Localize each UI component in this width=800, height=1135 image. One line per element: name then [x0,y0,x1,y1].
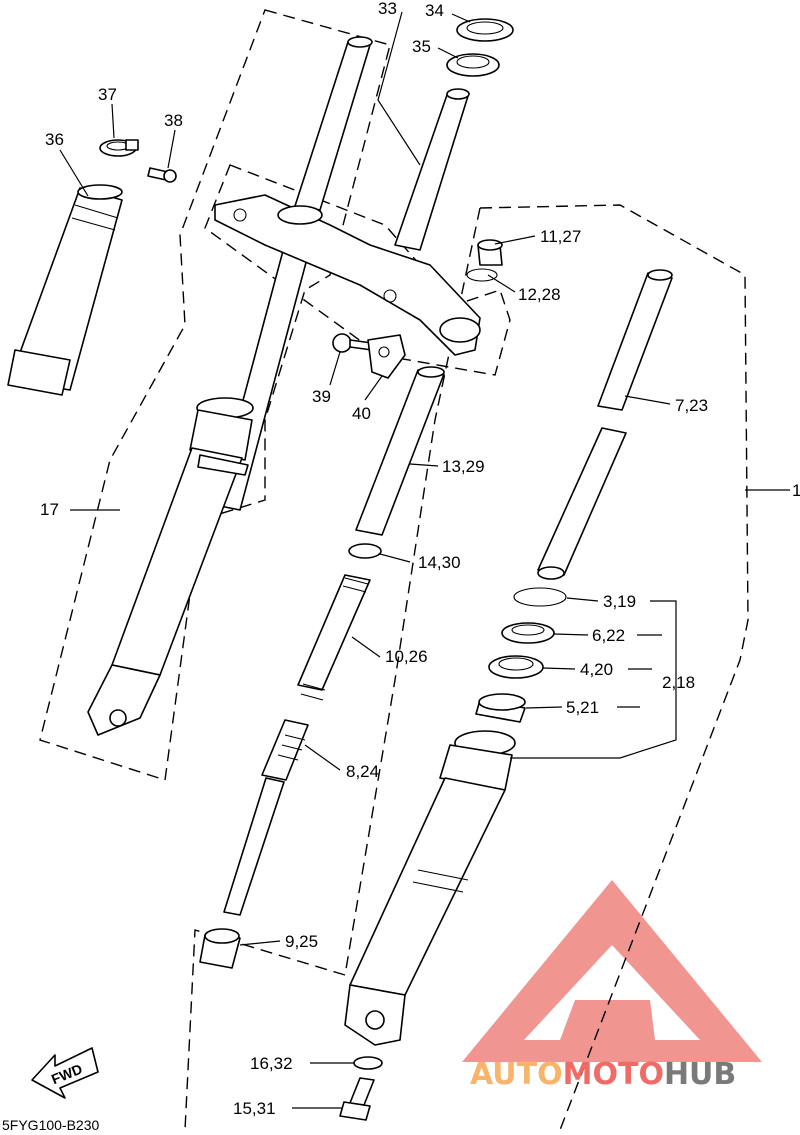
rebound-spring-10 [297,574,371,701]
bolt-15 [339,1077,375,1121]
outline-assembly-1 [479,204,749,1131]
callout-38: 38 [164,111,183,130]
leader-lines [59,11,790,1109]
watermark-moto: MOTO [563,1057,664,1092]
watermark-auto: AUTO [470,1057,563,1092]
fwd-arrow-icon: FWD [31,1047,99,1099]
washer-14 [348,543,382,559]
oil-seal-4 [488,655,544,679]
callout-17: 17 [40,500,59,519]
outline-assembly-17 [39,9,391,781]
fork-spring-7 [537,269,673,580]
callout-34: 34 [425,1,444,20]
clamp-37 [99,139,139,157]
washer-6 [501,622,555,644]
diagram-code: 5FYG100-B230 [2,1117,99,1133]
callout-39: 39 [312,387,331,406]
outer-tube-2 [344,730,516,1046]
cap-bolt-11 [477,239,503,266]
outline-bracket [204,164,511,376]
screw-38 [147,167,177,183]
washer-16 [353,1056,383,1070]
circlip-3 [513,587,567,607]
bolt-39 [332,333,373,353]
callout-9-25: 9,25 [285,932,318,951]
callout-13-29: 13,29 [442,457,485,476]
callout-labels: 34 33 35 37 38 36 11,27 12,28 39 40 7,23… [40,0,800,1118]
callout-40: 40 [352,404,371,423]
callout-5-21: 5,21 [566,698,599,717]
seal-35 [446,53,500,77]
callout-14-30: 14,30 [418,553,461,572]
fork-boot-36 [7,184,123,396]
watermark-logo-icon [462,880,762,1062]
under-bracket-33 [214,88,481,356]
oil-lock-9 [199,928,241,969]
callout-1: 1 [792,481,800,500]
damper-rod-8 [223,719,309,916]
watermark-hub: HUB [664,1057,736,1092]
callout-2-18: 2,18 [662,673,695,692]
callout-4-20: 4,20 [580,660,613,679]
callout-7-23: 7,23 [675,396,708,415]
bushing-5 [475,693,526,723]
callout-8-24: 8,24 [346,762,379,781]
callout-6-22: 6,22 [592,626,625,645]
cable-guide-40 [367,334,406,379]
bearing-34 [456,18,514,42]
callout-33: 33 [378,0,397,18]
callout-11-27: 11,27 [540,227,581,246]
outer-tube-17 [87,397,254,736]
callout-15-31: 15,31 [233,1099,276,1118]
callout-10-26: 10,26 [385,647,428,666]
callout-16-32: 16,32 [250,1054,293,1073]
o-ring-12 [466,268,498,282]
callout-35: 35 [412,37,431,56]
callout-12-28: 12,28 [518,285,561,304]
watermark-text: AUTOMOTOHUB [470,1057,736,1092]
callout-37: 37 [98,85,117,104]
callout-3-19: 3,19 [603,592,636,611]
outline-assembly-1-left [184,207,481,1131]
spacer-13 [355,366,445,536]
callout-36: 36 [45,130,64,149]
